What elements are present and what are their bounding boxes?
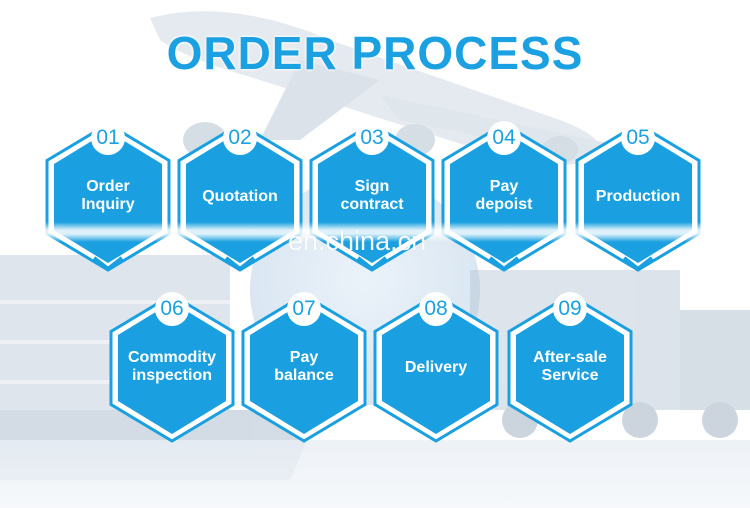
step-label: Delivery bbox=[377, 359, 495, 377]
step-label-line1: Quotation bbox=[181, 188, 299, 206]
chevron-down-icon bbox=[92, 256, 124, 272]
step-label-line1: Production bbox=[579, 188, 697, 206]
chevron-down-icon bbox=[356, 256, 388, 272]
step-label-line2: Inquiry bbox=[49, 196, 167, 214]
step-label-line2: inspection bbox=[113, 367, 231, 385]
step-label-line2: balance bbox=[245, 367, 363, 385]
step-label-line2: Service bbox=[511, 367, 629, 385]
step-number: 09 bbox=[507, 297, 633, 321]
step-label-line1: Order bbox=[49, 178, 167, 196]
step-number: 04 bbox=[441, 126, 567, 150]
page-title: ORDER PROCESS bbox=[0, 26, 750, 80]
step-label-line1: Commodity bbox=[113, 349, 231, 367]
step-number: 08 bbox=[373, 297, 499, 321]
step-number: 02 bbox=[177, 126, 303, 150]
step-label-line2: depoist bbox=[445, 196, 563, 214]
watermark-text: en.china.cn bbox=[288, 226, 426, 257]
chevron-down-icon bbox=[622, 256, 654, 272]
step-number: 07 bbox=[241, 297, 367, 321]
chevron-down-icon bbox=[488, 256, 520, 272]
chevron-down-icon bbox=[224, 256, 256, 272]
step-number: 03 bbox=[309, 126, 435, 150]
step-number: 05 bbox=[575, 126, 701, 150]
step-label-line2: contract bbox=[313, 196, 431, 214]
step-label: Production bbox=[579, 188, 697, 206]
step-number: 01 bbox=[45, 126, 171, 150]
step-number: 06 bbox=[109, 297, 235, 321]
step-label-line1: Pay bbox=[245, 349, 363, 367]
step-label: Quotation bbox=[181, 188, 299, 206]
step-label-line1: Sign bbox=[313, 178, 431, 196]
step-label-line1: Pay bbox=[445, 178, 563, 196]
step-label-line1: After-sale bbox=[511, 349, 629, 367]
step-label-line1: Delivery bbox=[377, 359, 495, 377]
